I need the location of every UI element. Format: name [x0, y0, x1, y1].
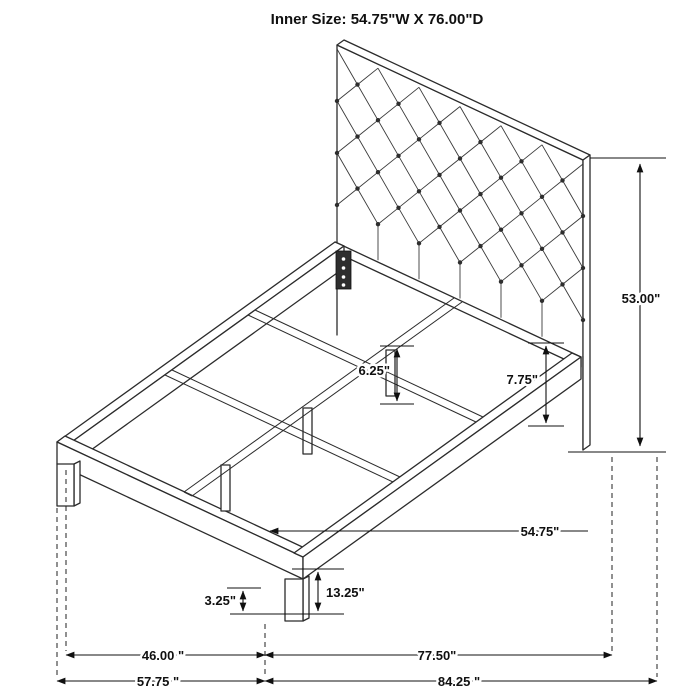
foot-rail-front-face: [56, 441, 304, 580]
left-rail-top: [56, 241, 345, 447]
tufting-pattern: [334, 48, 586, 356]
tufting-button: [457, 208, 463, 213]
foot-rail-top: [56, 435, 312, 558]
dimension-slat-height: 6.25": [356, 345, 414, 405]
extension-lines: [56, 457, 658, 677]
tufting-button: [580, 317, 586, 323]
dimension-inner-depth-floor: 77.50": [264, 646, 613, 666]
tufting-button: [560, 230, 565, 235]
right-leg: [284, 578, 304, 622]
dimension-outer-depth-floor: 84.25 ": [264, 672, 658, 692]
corner-legs: [56, 460, 310, 622]
tufting-button: [498, 227, 504, 232]
center-rail: [183, 297, 463, 497]
dimension-inner-width: 54.75": [269, 522, 588, 542]
tufting-button: [580, 265, 586, 271]
tufting-button: [539, 246, 545, 251]
support-leg: [220, 464, 231, 512]
dimension-footboard-height: 13.25": [230, 568, 367, 615]
headboard-side-edge: [582, 154, 591, 451]
tufting-button: [478, 243, 483, 249]
dimension-headboard-height: 53.00": [568, 157, 666, 453]
dimension-inner-width-floor: 46.00 ": [65, 646, 266, 666]
slats: [164, 309, 484, 483]
tufting-button: [355, 134, 360, 139]
tufting-button: [375, 118, 381, 123]
dimension-rail-top-height: 7.75": [504, 342, 564, 427]
left-leg-side: [73, 460, 81, 507]
dim-label-inner-width-floor: 46.00 ": [142, 648, 184, 663]
tufting-button: [396, 205, 401, 210]
tufting-button: [478, 139, 483, 145]
tufting-button: [334, 202, 340, 208]
right-rail: [293, 352, 582, 580]
tufting-lines: [336, 48, 584, 356]
dim-label-leg-height: 3.25": [205, 593, 236, 608]
dimension-annotations: 53.00" 6.25" 7.75" 54.75" 13.25": [56, 157, 666, 692]
tufting-button: [498, 175, 504, 180]
tufting-button: [498, 279, 504, 284]
bed-frame: [56, 241, 345, 580]
dim-label-outer-width-floor: 57.75 ": [137, 674, 179, 689]
mounting-bracket: [335, 250, 352, 290]
tufting-button: [457, 260, 463, 265]
tufting-button: [457, 156, 463, 161]
tufting-button: [334, 150, 340, 156]
dim-label-footboard-height: 13.25": [326, 585, 365, 600]
tufting-button: [355, 82, 360, 87]
dim-label-headboard-height: 53.00": [622, 291, 661, 306]
tufting-button: [437, 172, 442, 178]
tufting-button: [375, 222, 381, 227]
tufting-button: [478, 191, 483, 197]
left-rail-inner-face: [65, 245, 345, 469]
tufting-button: [539, 298, 545, 303]
tufting-button: [437, 120, 442, 126]
dim-label-outer-depth-floor: 84.25 ": [438, 674, 480, 689]
tufting-button: [396, 101, 401, 107]
tufting-button: [560, 178, 565, 183]
dimension-outer-width-floor: 57.75 ": [56, 672, 266, 692]
dim-label-inner-depth-floor: 77.50": [418, 648, 457, 663]
dim-label-slat-height: 6.25": [359, 363, 390, 378]
tufting-button: [396, 153, 401, 158]
dim-label-rail-top-height: 7.75": [507, 372, 538, 387]
right-rail-outer-face: [302, 356, 582, 580]
tufting-button: [519, 263, 524, 268]
tufting-button: [560, 282, 565, 287]
tufting-button: [334, 98, 340, 104]
tufting-button: [416, 241, 422, 246]
tufting-button: [580, 213, 586, 219]
tufting-button: [519, 211, 524, 216]
tufting-button: [519, 159, 524, 164]
dim-label-inner-width: 54.75": [521, 524, 560, 539]
tufting-button: [416, 189, 422, 194]
tufting-button: [355, 186, 360, 191]
dimension-leg-height: 3.25": [202, 587, 261, 612]
diagram-title: Inner Size: 54.75"W X 76.00"D: [271, 11, 484, 28]
tufting-button: [416, 137, 422, 142]
tufting-button: [437, 224, 442, 230]
tufting-button: [375, 170, 381, 175]
tufting-button: [539, 194, 545, 199]
